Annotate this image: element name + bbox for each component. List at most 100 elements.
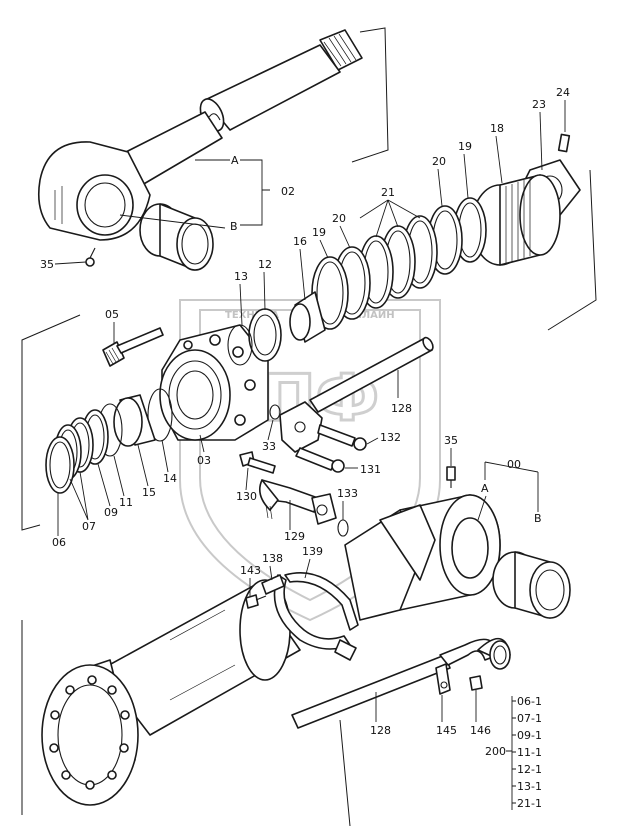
leader-B [119,214,226,229]
flange-132 [279,401,367,453]
bolt-131 [295,447,345,473]
label-143: 143 [240,564,261,577]
label-19-right: 19 [458,140,472,153]
leader-12 [263,271,266,311]
pipe-128-lower [291,637,511,729]
cushion-ring-16 [289,291,326,343]
assembly-bracket-piston [547,169,597,331]
label-09: 09 [104,506,118,519]
label-128-upper: 128 [391,402,412,415]
leader-00 [484,461,539,512]
seal-ring-19-left [311,256,349,330]
label-132: 132 [380,431,401,444]
kit-item: 11-1 [517,746,542,759]
watermark-text: ТЕХНИКА [225,310,279,321]
label-00: 00 [507,458,521,471]
kit-item: 13-1 [517,780,542,793]
leader-13 [239,283,243,326]
label-12: 12 [258,258,272,271]
seal-12 [248,308,282,362]
label-07: 07 [82,520,96,533]
label-A: A [231,154,239,167]
label-02: 02 [281,185,295,198]
ring-06 [45,436,75,494]
leader-15 [137,444,149,487]
label-16: 16 [293,235,307,248]
oring-133 [337,519,349,537]
oring-13 [227,324,253,366]
label-18: 18 [490,122,504,135]
leader-132 [366,437,379,445]
ring-14 [147,388,173,442]
piston-rod [37,29,363,267]
label-05: 05 [105,308,119,321]
seal-ring-21-set [358,215,438,309]
kit-item: 09-1 [517,729,542,742]
bushing-lower [492,551,571,619]
band-clamp-139 [273,571,359,661]
assembly-bracket-tube [21,620,351,826]
set-screw-24 [557,100,571,153]
label-33: 33 [262,440,276,453]
leader-21 [359,199,421,238]
leader-33 [267,419,274,441]
leader-16 [299,248,306,301]
leader-130 [245,467,249,491]
seal-kit-list: 200 06-1 07-1 09-1 11-1 12-1 13-1 21-1 [485,695,542,810]
kit-item: 06-1 [517,695,542,708]
bracket-138 [261,574,285,595]
label-146: 146 [470,724,491,737]
leader-02 [240,159,270,226]
kit-list-bracket [506,696,516,810]
kit-item: 21-1 [517,797,542,810]
oring-33 [269,404,281,420]
leader-11 [113,455,125,497]
label-139: 139 [302,545,323,558]
leader-19-right [463,153,469,199]
label-A-bottom: A [481,482,489,495]
label-14: 14 [163,472,177,485]
elbow-fitting-129 [259,479,337,525]
label-200: 200 [485,745,506,758]
leader-03 [199,434,205,453]
piston-18 [471,174,561,266]
label-B: B [230,220,238,233]
bolt-05 [102,327,164,367]
grease-nipple-35 [446,466,456,488]
leader-A-bottom [477,495,487,521]
leader-139 [304,558,311,579]
label-145: 145 [436,724,457,737]
leader-35-rod [54,261,87,265]
leader-09 [97,463,111,507]
label-20-left: 20 [332,212,346,225]
label-35-rod: 35 [40,258,54,271]
leader-14 [161,439,169,473]
label-06: 06 [52,536,66,549]
bushing-upper [139,203,214,271]
label-B-bottom: B [534,512,542,525]
label-13: 13 [234,270,248,283]
label-129: 129 [284,530,305,543]
label-11: 11 [119,496,133,509]
leader-23 [539,111,543,171]
label-35-bottom: 35 [444,434,458,447]
label-03: 03 [197,454,211,467]
label-21: 21 [381,186,395,199]
leader-20-left [339,225,351,249]
leader-19-left [319,239,329,259]
leader-138 [269,565,273,581]
pipe-128-upper [309,336,434,413]
leader-18 [495,135,503,184]
label-24: 24 [556,86,570,99]
leader-20-right [437,168,443,207]
cylinder-head-03 [159,324,269,441]
bolt-143 [245,594,267,609]
label-130: 130 [236,490,257,503]
assembly-bracket-rod [351,27,389,163]
assembly-bracket-head [21,314,81,531]
label-20-right: 20 [432,155,446,168]
leader-07 [69,471,89,521]
bolt-146 [469,675,483,691]
bolt-130 [239,451,276,474]
